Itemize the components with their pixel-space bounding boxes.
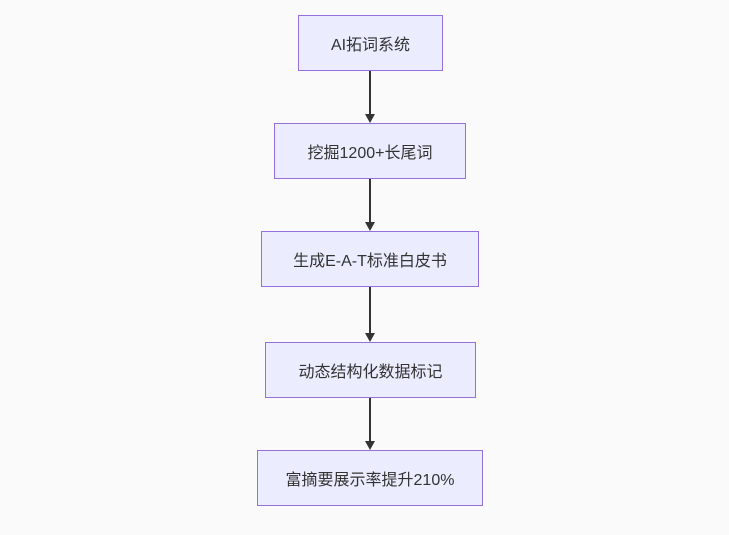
flow-arrow-4 — [369, 398, 371, 441]
flow-node-label: 动态结构化数据标记 — [298, 364, 443, 381]
flow-node-label: AI拓词系统 — [330, 37, 411, 54]
flow-node-rich-snippet-result: 富摘要展示率提升210% — [257, 450, 483, 506]
flow-node-label: 挖掘1200+长尾词 — [307, 145, 433, 162]
flow-arrow-3 — [369, 287, 371, 333]
flow-node-label: 生成E-A-T标准白皮书 — [293, 253, 447, 270]
flow-node-eat-whitepaper: 生成E-A-T标准白皮书 — [261, 231, 479, 287]
flow-arrow-1 — [369, 71, 371, 114]
flow-node-longtail-mining: 挖掘1200+长尾词 — [274, 123, 466, 179]
flow-node-label: 富摘要展示率提升210% — [285, 472, 455, 489]
flow-node-ai-keyword-system: AI拓词系统 — [298, 15, 443, 71]
flow-node-structured-data-markup: 动态结构化数据标记 — [265, 342, 476, 398]
flow-arrow-2 — [369, 179, 371, 222]
